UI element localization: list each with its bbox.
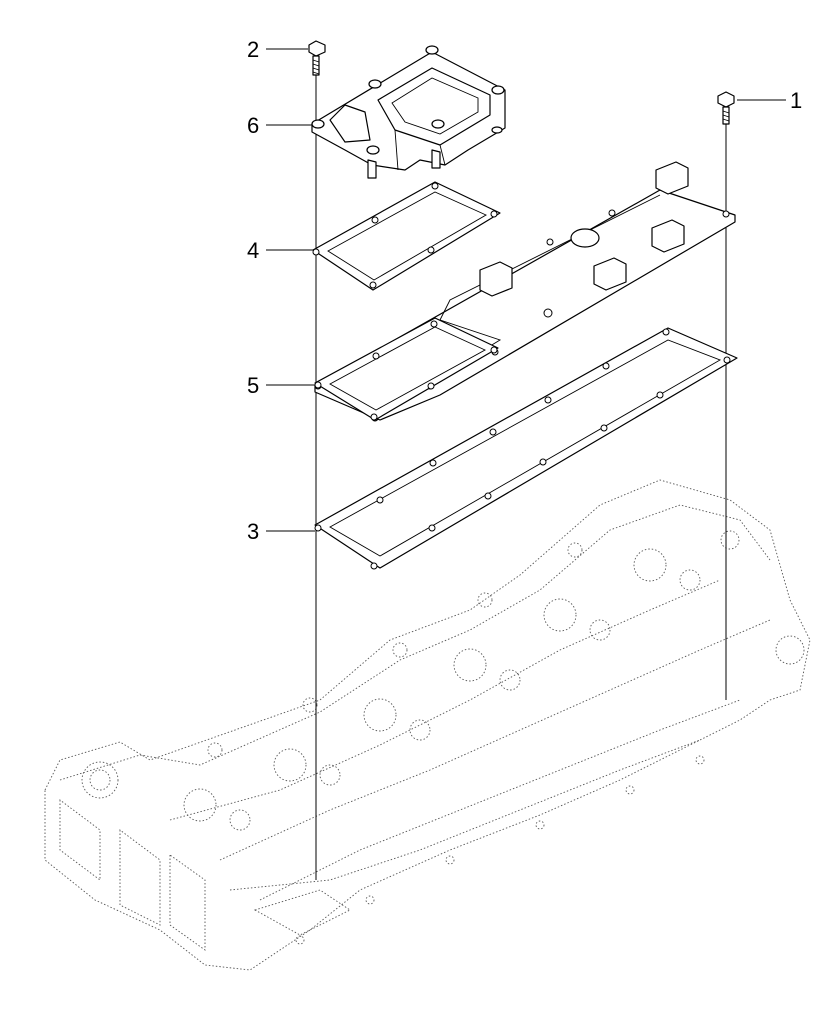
bolt-short — [717, 91, 735, 125]
middle-gasket — [314, 317, 499, 421]
upper-gasket — [312, 181, 501, 291]
lower-gasket — [314, 327, 738, 570]
callout-label-2: 2 — [247, 37, 259, 62]
callout-label-5: 5 — [247, 373, 259, 398]
intake-cover — [311, 45, 506, 179]
callout-label-1: 1 — [790, 88, 802, 113]
cylinder-head-outline — [44, 479, 811, 971]
callout-label-3: 3 — [247, 519, 259, 544]
callout-label-4: 4 — [247, 238, 259, 263]
bolt-long — [308, 40, 326, 76]
callout-label-6: 6 — [247, 113, 259, 138]
